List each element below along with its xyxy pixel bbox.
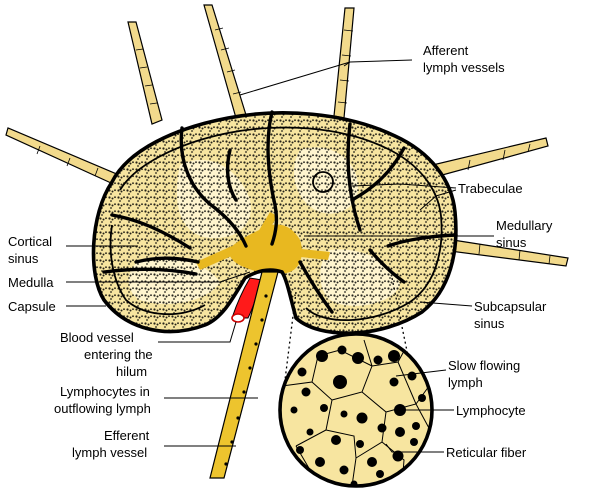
trabecula-10 — [368, 248, 406, 284]
trabecula-6 — [110, 213, 192, 250]
blood-vessel-opening — [231, 313, 245, 323]
leader-trabeculae-2 — [419, 189, 457, 211]
zoom-line-right — [391, 277, 409, 357]
afferent-vessel-2 — [203, 4, 247, 119]
afferent-vessel-valves — [36, 27, 551, 265]
subcapsular-sinus-line-left — [109, 224, 206, 316]
trabecula-7 — [102, 267, 198, 276]
lymphocyte-region-marker — [312, 171, 334, 193]
trabeculae — [102, 110, 458, 314]
zoom-line-left — [283, 291, 297, 389]
efferent-lymphocytes — [224, 294, 268, 466]
label-subcapsular-line1: Subcapsular — [474, 299, 547, 314]
label-lymphocytes-line2: outflowing lymph — [54, 401, 151, 416]
label-lymphocyte: Lymphocyte — [456, 403, 526, 418]
leader-blood — [158, 321, 237, 343]
label-blood-line3: hilum — [116, 364, 147, 379]
trabecula-3 — [346, 122, 362, 232]
efferent-vessel — [209, 271, 279, 479]
leader-afferent — [239, 59, 413, 96]
leader-afferent-2 — [343, 61, 351, 67]
label-reticular: Reticular fiber — [446, 445, 527, 460]
label-blood-line1: Blood vessel — [60, 330, 134, 345]
leader-subcapsular — [419, 301, 473, 307]
leader-reticular — [385, 443, 444, 453]
label-lymphocytes-line1: Lymphocytes in — [60, 384, 150, 399]
leader-lines — [66, 59, 494, 453]
label-blood-line2: entering the — [84, 347, 153, 362]
trabecula-11 — [225, 148, 238, 202]
label-capsule: Capsule — [8, 299, 56, 314]
trabecula-1 — [179, 126, 248, 248]
medulla-branches — [196, 212, 330, 270]
label-efferent-line1: Efferent — [104, 428, 150, 443]
trabecula-8 — [134, 256, 200, 264]
label-cortical-line1: Cortical — [8, 234, 52, 249]
afferent-vessel-3 — [333, 7, 355, 119]
lymphocyte-cells — [290, 345, 426, 488]
afferent-vessel-4 — [5, 127, 127, 189]
label-slow-line1: Slow flowing — [448, 358, 520, 373]
trabecula-5 — [386, 233, 458, 248]
capsule-outline — [91, 111, 458, 335]
trabecula-4 — [350, 146, 406, 202]
leader-medulla — [66, 271, 251, 283]
label-medullary-line1: Medullary — [496, 218, 553, 233]
labels: Afferent lymph vessels Trabeculae Medull… — [8, 43, 553, 460]
subcapsular-sinus-line — [119, 126, 443, 322]
lymph-node — [91, 110, 458, 335]
label-slow-line2: lymph — [448, 375, 483, 390]
magnified-inset — [278, 332, 434, 488]
trabecula-2 — [266, 110, 279, 246]
label-afferent-line1: Afferent — [423, 43, 469, 58]
label-efferent-line2: lymph vessel — [72, 445, 147, 460]
label-trabeculae: Trabeculae — [458, 181, 523, 196]
afferent-vessel-1 — [127, 21, 163, 125]
label-medullary-line2: sinus — [496, 235, 527, 250]
leader-trabeculae-1 — [351, 183, 457, 189]
medulla-core — [228, 224, 302, 275]
label-cortical-line2: sinus — [8, 251, 39, 266]
leader-slow — [395, 369, 447, 377]
label-medulla: Medulla — [8, 275, 54, 290]
trabecula-9 — [298, 260, 334, 314]
label-afferent-line2: lymph vessels — [423, 60, 505, 75]
label-subcapsular-line2: sinus — [474, 316, 505, 331]
